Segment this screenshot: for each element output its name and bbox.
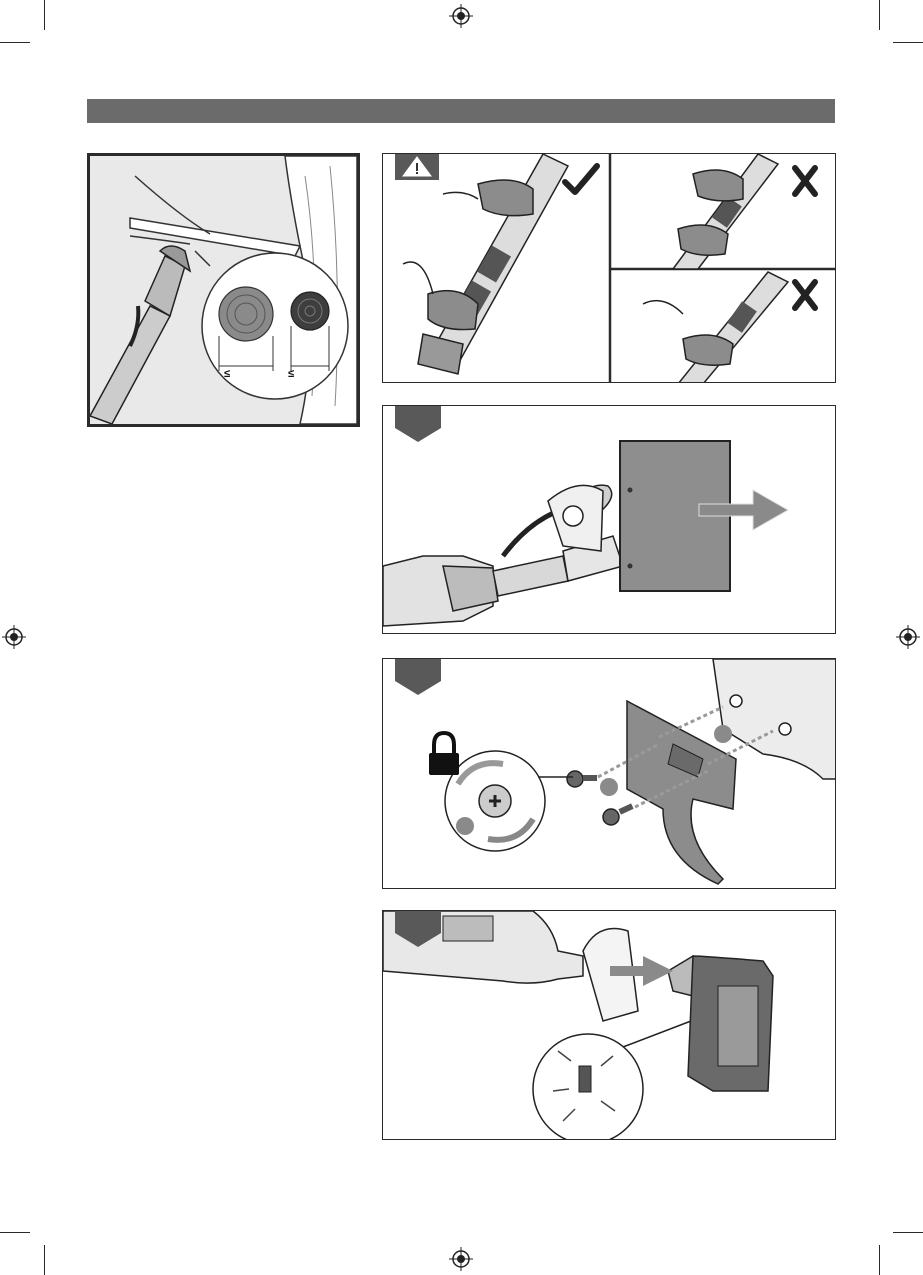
cross-icon xyxy=(795,168,815,194)
crop-mark xyxy=(0,42,30,43)
step-marker xyxy=(456,817,474,835)
registration-mark-top xyxy=(449,4,473,28)
correct-grip-tool xyxy=(403,154,568,374)
screw-icon xyxy=(567,771,597,787)
step-marker xyxy=(600,778,618,796)
diameter-symbol-large: ≤ xyxy=(224,368,230,380)
grip-illustration xyxy=(383,154,836,383)
step-tab-icon xyxy=(395,406,441,442)
diameter-symbol-small: ≤ xyxy=(288,368,294,380)
crop-mark xyxy=(879,1245,880,1275)
step-attach-guard-illustration xyxy=(383,659,836,889)
checkmark-icon xyxy=(565,166,597,192)
branch-illustration xyxy=(90,156,357,424)
registration-mark-left xyxy=(2,625,26,649)
figure-step-attach-guard xyxy=(382,658,836,889)
step-remove-cover-illustration xyxy=(383,406,836,634)
crop-mark xyxy=(0,1232,30,1233)
figure-step-insert-battery xyxy=(382,910,836,1140)
wrong-grip-tool-2 xyxy=(643,272,788,383)
step-marker xyxy=(714,725,732,743)
step-insert-battery-illustration xyxy=(383,911,836,1140)
crop-mark xyxy=(879,0,880,30)
crop-mark xyxy=(44,0,45,30)
step-tab-icon xyxy=(395,659,441,695)
screw-icon xyxy=(603,803,634,825)
registration-mark-bottom xyxy=(449,1247,473,1271)
crop-mark xyxy=(893,42,923,43)
wood-cross-section-large xyxy=(219,287,273,341)
figure-grip xyxy=(382,153,836,383)
section-banner xyxy=(87,99,835,123)
registration-mark-right xyxy=(896,625,920,649)
figure-branch-diameter: ≤ ≤ xyxy=(87,153,360,427)
crop-mark xyxy=(893,1232,923,1233)
wrong-grip-tool-1 xyxy=(673,154,778,269)
wood-cross-section-small xyxy=(291,292,329,330)
padlock-icon xyxy=(429,733,459,775)
figure-step-remove-cover xyxy=(382,405,836,634)
crop-mark xyxy=(44,1245,45,1275)
cross-icon xyxy=(795,282,815,308)
